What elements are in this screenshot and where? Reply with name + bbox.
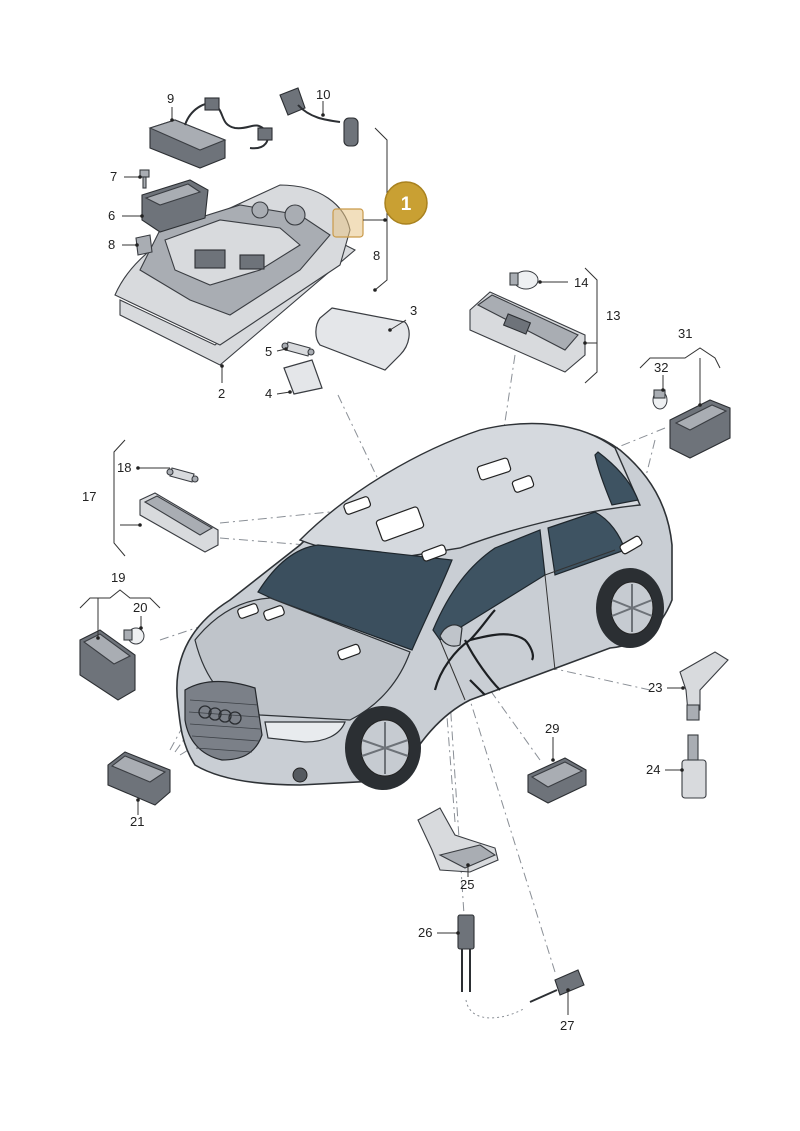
car-illustration — [176, 422, 673, 790]
lamp-markers — [237, 457, 643, 661]
label-29: 29 — [545, 721, 559, 736]
part-7-screw[interactable] — [139, 169, 150, 189]
part-32-bulb[interactable] — [652, 389, 668, 410]
label-2: 2 — [218, 386, 225, 401]
part-27-connector[interactable] — [529, 969, 585, 1003]
front-wheel — [345, 706, 421, 790]
label-25: 25 — [460, 877, 474, 892]
part-6-switch[interactable] — [141, 179, 209, 233]
highlight-connector — [332, 208, 364, 238]
label-32: 32 — [654, 360, 668, 375]
rear-wheel — [596, 568, 664, 648]
fog-light — [292, 767, 308, 783]
label-3: 3 — [410, 303, 417, 318]
rear-quarter-window — [594, 451, 639, 506]
label-26: 26 — [418, 925, 432, 940]
part-25-component[interactable] — [417, 807, 499, 873]
label-20: 20 — [133, 600, 147, 615]
windshield — [257, 544, 453, 651]
part-29-module[interactable] — [527, 757, 587, 804]
label-14: 14 — [574, 275, 588, 290]
label-8b: 8 — [373, 248, 380, 263]
label-6: 6 — [108, 208, 115, 223]
label-17: 17 — [82, 489, 96, 504]
part-20-bulb[interactable] — [123, 627, 145, 645]
label-10: 10 — [316, 87, 330, 102]
label-18: 18 — [117, 460, 131, 475]
door-wiring — [433, 609, 534, 696]
part-23-component[interactable] — [679, 651, 729, 721]
callout-1-text: 1 — [401, 194, 412, 215]
front-door-window — [432, 529, 546, 641]
part-21-lamp[interactable] — [107, 751, 171, 806]
part-24-component[interactable] — [681, 734, 707, 799]
part-labels: 9 10 7 6 8 8 3 5 2 4 14 13 31 32 18 17 1… — [82, 87, 692, 1033]
label-8: 8 — [108, 237, 115, 252]
part-31-lamp[interactable] — [669, 399, 731, 459]
callout-1-badge[interactable]: 1 — [384, 181, 428, 225]
part-3-lens[interactable] — [315, 307, 410, 371]
label-9: 9 — [167, 91, 174, 106]
label-19: 19 — [111, 570, 125, 585]
part-17-lamp[interactable] — [139, 492, 219, 553]
label-27: 27 — [560, 1018, 574, 1033]
part-8-clip[interactable] — [135, 234, 153, 256]
leader-lines — [79, 101, 721, 1015]
label-4: 4 — [265, 386, 272, 401]
part-18-bulb[interactable] — [166, 467, 199, 483]
label-21: 21 — [130, 814, 144, 829]
part-19-lamp[interactable] — [79, 629, 136, 701]
label-13: 13 — [606, 308, 620, 323]
part-14-bulb[interactable] — [509, 270, 539, 290]
label-7: 7 — [110, 169, 117, 184]
part-26-connector[interactable] — [457, 914, 475, 992]
headlight — [264, 721, 346, 743]
label-5: 5 — [265, 344, 272, 359]
label-31: 31 — [678, 326, 692, 341]
grille-slats — [188, 699, 261, 753]
label-23: 23 — [648, 680, 662, 695]
part-9-control-unit[interactable] — [148, 97, 273, 169]
part-10-cable[interactable] — [279, 87, 359, 147]
label-24: 24 — [646, 762, 660, 777]
side-mirror — [439, 624, 463, 647]
part-13-lamp[interactable] — [469, 291, 586, 373]
rings-logo — [198, 705, 242, 725]
part-4-lens[interactable] — [283, 359, 323, 395]
cable-26-27 — [465, 999, 526, 1019]
